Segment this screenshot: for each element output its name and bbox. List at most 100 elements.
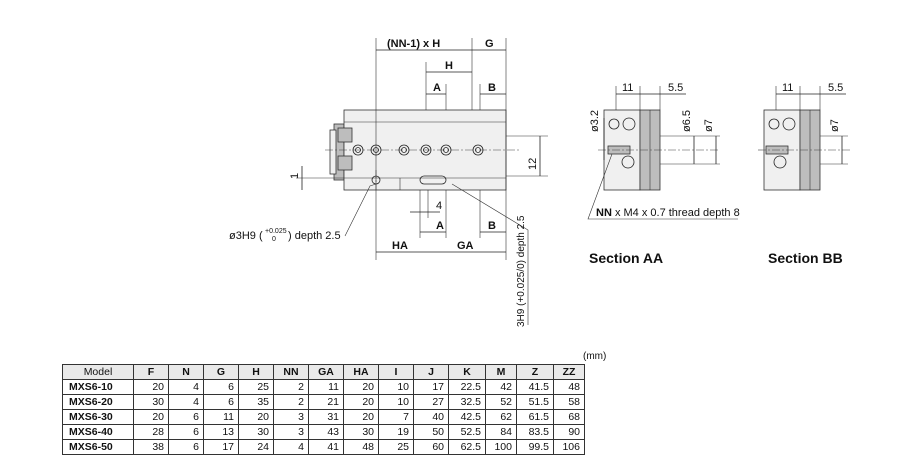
section-bb [758, 86, 850, 191]
value-cell: 6 [168, 424, 204, 440]
dim-b-bottom-label: B [488, 220, 496, 232]
value-cell: 11 [308, 379, 344, 395]
svg-text:0: 0 [272, 236, 276, 243]
bb-dim-11: 11 [782, 82, 793, 94]
value-cell: 6 [203, 379, 239, 395]
value-cell: 3 [273, 409, 309, 425]
value-cell: 62.5 [448, 439, 486, 455]
table-header-cell: M [485, 364, 517, 380]
svg-text:) depth 2.5: ) depth 2.5 [288, 230, 341, 242]
table-header-cell: I [378, 364, 414, 380]
value-cell: 51.5 [516, 394, 554, 410]
value-cell: 24 [238, 439, 274, 455]
section-aa [587, 86, 738, 220]
dim-nn-h-label: (NN-1) x H [387, 38, 440, 50]
technical-drawing: (NN-1) x H G H A B 12 1 4 A B HA GA ø3H9… [229, 38, 850, 327]
value-cell: 50 [413, 424, 449, 440]
value-cell: 4 [168, 379, 204, 395]
value-cell: 35 [238, 394, 274, 410]
dim-ha-label: HA [392, 240, 408, 252]
table-header-cell: ZZ [553, 364, 585, 380]
value-cell: 30 [133, 394, 169, 410]
value-cell: 4 [168, 394, 204, 410]
value-cell: 62 [485, 409, 517, 425]
value-cell: 32.5 [448, 394, 486, 410]
value-cell: 20 [343, 409, 379, 425]
bb-dim-7: ø7 [829, 119, 841, 132]
value-cell: 22.5 [448, 379, 486, 395]
value-cell: 100 [485, 439, 517, 455]
model-cell: MXS6-10 [62, 379, 134, 395]
svg-text:ø3H9 (: ø3H9 ( [229, 230, 263, 242]
aa-dim-3-2: ø3.2 [589, 110, 601, 132]
table-header-cell: NN [273, 364, 309, 380]
aa-dim-7: ø7 [703, 119, 715, 132]
value-cell: 6 [203, 394, 239, 410]
table-header-cell: G [203, 364, 239, 380]
value-cell: 38 [133, 439, 169, 455]
table-header-cell: GA [308, 364, 344, 380]
value-cell: 21 [308, 394, 344, 410]
table-header-cell: Model [62, 364, 134, 380]
table-header-cell: N [168, 364, 204, 380]
value-cell: 2 [273, 394, 309, 410]
model-cell: MXS6-20 [62, 394, 134, 410]
table-header-cell: HA [343, 364, 379, 380]
value-cell: 41.5 [516, 379, 554, 395]
model-cell: MXS6-30 [62, 409, 134, 425]
value-cell: 25 [238, 379, 274, 395]
dim-1-label: 1 [289, 173, 301, 179]
aa-dim-6-5: ø6.5 [681, 110, 693, 132]
aa-dim-5-5: 5.5 [668, 82, 683, 94]
dim-b-top-label: B [488, 82, 496, 94]
value-cell: 11 [203, 409, 239, 425]
value-cell: 68 [553, 409, 585, 425]
dim-4-label: 4 [436, 200, 442, 212]
unit-label: (mm) [583, 351, 607, 362]
table-header-cell: F [133, 364, 169, 380]
model-cell: MXS6-40 [62, 424, 134, 440]
value-cell: 90 [553, 424, 585, 440]
value-cell: 83.5 [516, 424, 554, 440]
thread-note: NN x M4 x 0.7 thread depth 8 [596, 207, 740, 219]
value-cell: 25 [378, 439, 414, 455]
value-cell: 3 [273, 424, 309, 440]
dim-a-top-label: A [433, 82, 441, 94]
section-aa-title: Section AA [589, 250, 663, 266]
value-cell: 28 [133, 424, 169, 440]
aa-dim-11: 11 [622, 82, 633, 94]
value-cell: 61.5 [516, 409, 554, 425]
value-cell: 40 [413, 409, 449, 425]
value-cell: 20 [343, 394, 379, 410]
value-cell: 17 [413, 379, 449, 395]
dim-ga-label: GA [457, 240, 474, 252]
value-cell: 60 [413, 439, 449, 455]
value-cell: 7 [378, 409, 414, 425]
value-cell: 10 [378, 394, 414, 410]
value-cell: 84 [485, 424, 517, 440]
value-cell: 20 [343, 379, 379, 395]
value-cell: 43 [308, 424, 344, 440]
dim-a-bottom-label: A [436, 220, 444, 232]
svg-text:+0.025: +0.025 [265, 228, 287, 235]
value-cell: 10 [378, 379, 414, 395]
dim-h-label: H [445, 60, 453, 72]
value-cell: 2 [273, 379, 309, 395]
model-cell: MXS6-50 [62, 439, 134, 455]
mounting-holes [352, 144, 484, 156]
table-header-cell: J [413, 364, 449, 380]
value-cell: 42 [485, 379, 517, 395]
value-cell: 52.5 [448, 424, 486, 440]
dim-12-label: 12 [527, 158, 539, 170]
hole-callout-left: ø3H9 ( +0.025 0 ) depth 2.5 [229, 228, 341, 243]
value-cell: 13 [203, 424, 239, 440]
section-bb-title: Section BB [768, 250, 843, 266]
value-cell: 48 [343, 439, 379, 455]
value-cell: 58 [553, 394, 585, 410]
